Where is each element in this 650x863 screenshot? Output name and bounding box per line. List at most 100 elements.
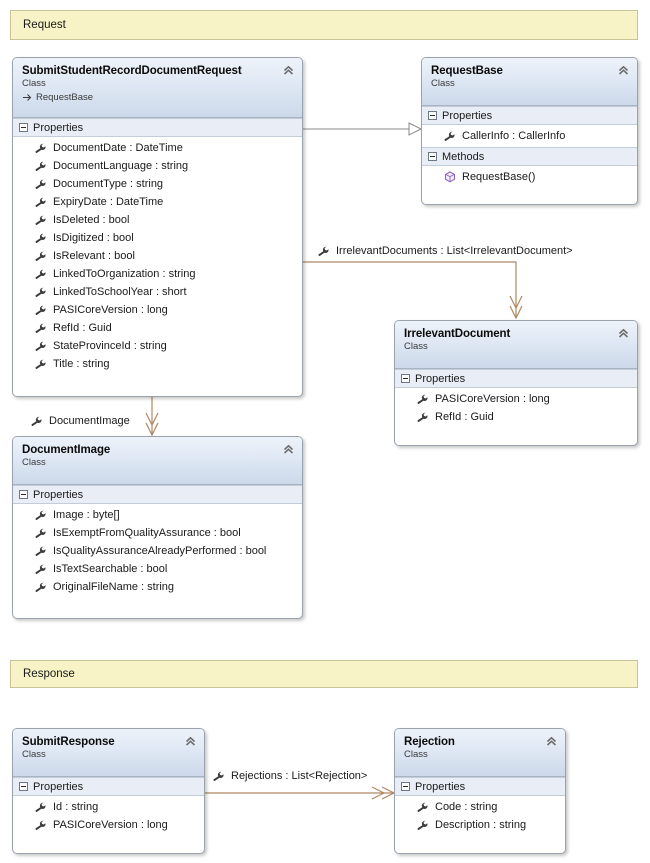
member-row[interactable]: IsQualityAssuranceAlreadyPerformed : boo… (13, 542, 302, 560)
member-row[interactable]: PASICoreVersion : long (395, 390, 637, 408)
collapse-chevron-icon[interactable] (617, 64, 630, 77)
compartment-header-properties[interactable]: Properties (422, 106, 637, 125)
inheritance-arrow-icon (22, 93, 33, 102)
member-label: RequestBase() (462, 171, 536, 183)
member-row[interactable]: ExpiryDate : DateTime (13, 193, 302, 211)
member-label: CallerInfo : CallerInfo (462, 130, 566, 142)
class-box-irrelevantdocument[interactable]: IrrelevantDocument Class Properties PASI… (394, 320, 638, 446)
class-header: Rejection Class (395, 729, 565, 777)
property-icon (35, 802, 47, 813)
class-header: SubmitResponse Class (13, 729, 204, 777)
collapse-minus-icon[interactable] (428, 111, 437, 120)
member-row[interactable]: IsDigitized : bool (13, 229, 302, 247)
class-stereotype: Class (22, 78, 46, 89)
member-row[interactable]: DocumentDate : DateTime (13, 139, 302, 157)
member-row[interactable]: LinkedToOrganization : string (13, 265, 302, 283)
property-icon (417, 394, 429, 405)
member-label: IsExemptFromQualityAssurance : bool (53, 527, 241, 539)
member-row[interactable]: CallerInfo : CallerInfo (422, 127, 637, 145)
property-icon (35, 359, 47, 370)
property-icon (35, 143, 47, 154)
member-label: Title : string (53, 358, 110, 370)
member-row[interactable]: Image : byte[] (13, 506, 302, 524)
member-row[interactable]: OriginalFileName : string (13, 578, 302, 596)
property-icon (417, 820, 429, 831)
compartment-header-properties[interactable]: Properties (395, 777, 565, 796)
member-row[interactable]: Description : string (395, 816, 565, 834)
compartment-label: Properties (33, 488, 84, 501)
property-icon (35, 197, 47, 208)
member-row[interactable]: IsDeleted : bool (13, 211, 302, 229)
collapse-chevron-icon[interactable] (282, 64, 295, 77)
compartment-header-properties[interactable]: Properties (13, 118, 302, 137)
member-label: Description : string (435, 819, 527, 831)
member-row[interactable]: PASICoreVersion : long (13, 816, 204, 834)
collapse-minus-icon[interactable] (401, 374, 410, 383)
member-row[interactable]: PASICoreVersion : long (13, 301, 302, 319)
property-icon (35, 323, 47, 334)
property-icon (31, 416, 43, 427)
member-row[interactable]: Title : string (13, 355, 302, 373)
member-list-properties: PASICoreVersion : long RefId : Guid (395, 388, 637, 432)
member-row[interactable]: Id : string (13, 798, 204, 816)
class-title: Rejection (404, 736, 455, 748)
compartment-header-properties[interactable]: Properties (13, 777, 204, 796)
collapse-minus-icon[interactable] (428, 152, 437, 161)
compartment-header-methods[interactable]: Methods (422, 147, 637, 166)
property-icon (35, 179, 47, 190)
member-label: LinkedToSchoolYear : short (53, 286, 187, 298)
member-label: PASICoreVersion : long (435, 393, 550, 405)
collapse-chevron-icon[interactable] (545, 735, 558, 748)
class-stereotype: Class (404, 341, 428, 352)
method-icon (444, 171, 456, 183)
association-label-irrelevantdocuments[interactable]: IrrelevantDocuments : List<IrrelevantDoc… (318, 245, 573, 257)
member-row[interactable]: Code : string (395, 798, 565, 816)
member-row[interactable]: DocumentLanguage : string (13, 157, 302, 175)
collapse-minus-icon[interactable] (19, 490, 28, 499)
member-label: PASICoreVersion : long (53, 819, 168, 831)
association-label-rejections[interactable]: Rejections : List<Rejection> (213, 770, 367, 782)
property-icon (35, 582, 47, 593)
member-label: RefId : Guid (53, 322, 112, 334)
class-title: RequestBase (431, 65, 503, 77)
collapse-chevron-icon[interactable] (282, 443, 295, 456)
member-row[interactable]: DocumentType : string (13, 175, 302, 193)
member-list-properties: Id : string PASICoreVersion : long (13, 796, 204, 840)
member-row[interactable]: IsExemptFromQualityAssurance : bool (13, 524, 302, 542)
compartment-label: Properties (33, 121, 84, 134)
collapse-minus-icon[interactable] (401, 782, 410, 791)
collapse-minus-icon[interactable] (19, 123, 28, 132)
section-banner-response: Response (10, 660, 638, 688)
member-label: DocumentType : string (53, 178, 164, 190)
class-box-requestbase[interactable]: RequestBase Class Properties CallerInfo … (421, 57, 638, 205)
compartment-header-properties[interactable]: Properties (395, 369, 637, 388)
member-row[interactable]: IsRelevant : bool (13, 247, 302, 265)
compartment-label: Properties (415, 780, 466, 793)
member-list-methods: RequestBase() (422, 166, 637, 192)
class-box-submitresponse[interactable]: SubmitResponse Class Properties Id : str… (12, 728, 205, 854)
member-list-properties: Image : byte[] IsExemptFromQualityAssura… (13, 504, 302, 602)
class-box-rejection[interactable]: Rejection Class Properties Code : string… (394, 728, 566, 854)
member-row[interactable]: RefId : Guid (13, 319, 302, 337)
collapse-chevron-icon[interactable] (184, 735, 197, 748)
compartment-header-properties[interactable]: Properties (13, 485, 302, 504)
class-baseclass-label: RequestBase (36, 92, 94, 103)
compartment-label: Methods (442, 150, 485, 163)
collapse-minus-icon[interactable] (19, 782, 28, 791)
member-row[interactable]: LinkedToSchoolYear : short (13, 283, 302, 301)
member-row[interactable]: RequestBase() (422, 168, 637, 186)
property-icon (35, 341, 47, 352)
class-box-documentimage[interactable]: DocumentImage Class Properties Image : b… (12, 436, 303, 619)
member-row[interactable]: RefId : Guid (395, 408, 637, 426)
association-label-text: DocumentImage (49, 415, 130, 427)
class-title: SubmitResponse (22, 736, 115, 748)
property-icon (35, 233, 47, 244)
member-label: ExpiryDate : DateTime (53, 196, 164, 208)
member-row[interactable]: StateProvinceId : string (13, 337, 302, 355)
association-label-documentimage[interactable]: DocumentImage (31, 415, 130, 427)
member-row[interactable]: IsTextSearchable : bool (13, 560, 302, 578)
class-box-submitstudentrecorddocumentrequest[interactable]: SubmitStudentRecordDocumentRequest Class… (12, 57, 303, 397)
member-label: IsTextSearchable : bool (53, 563, 168, 575)
collapse-chevron-icon[interactable] (617, 327, 630, 340)
property-icon (444, 131, 456, 142)
